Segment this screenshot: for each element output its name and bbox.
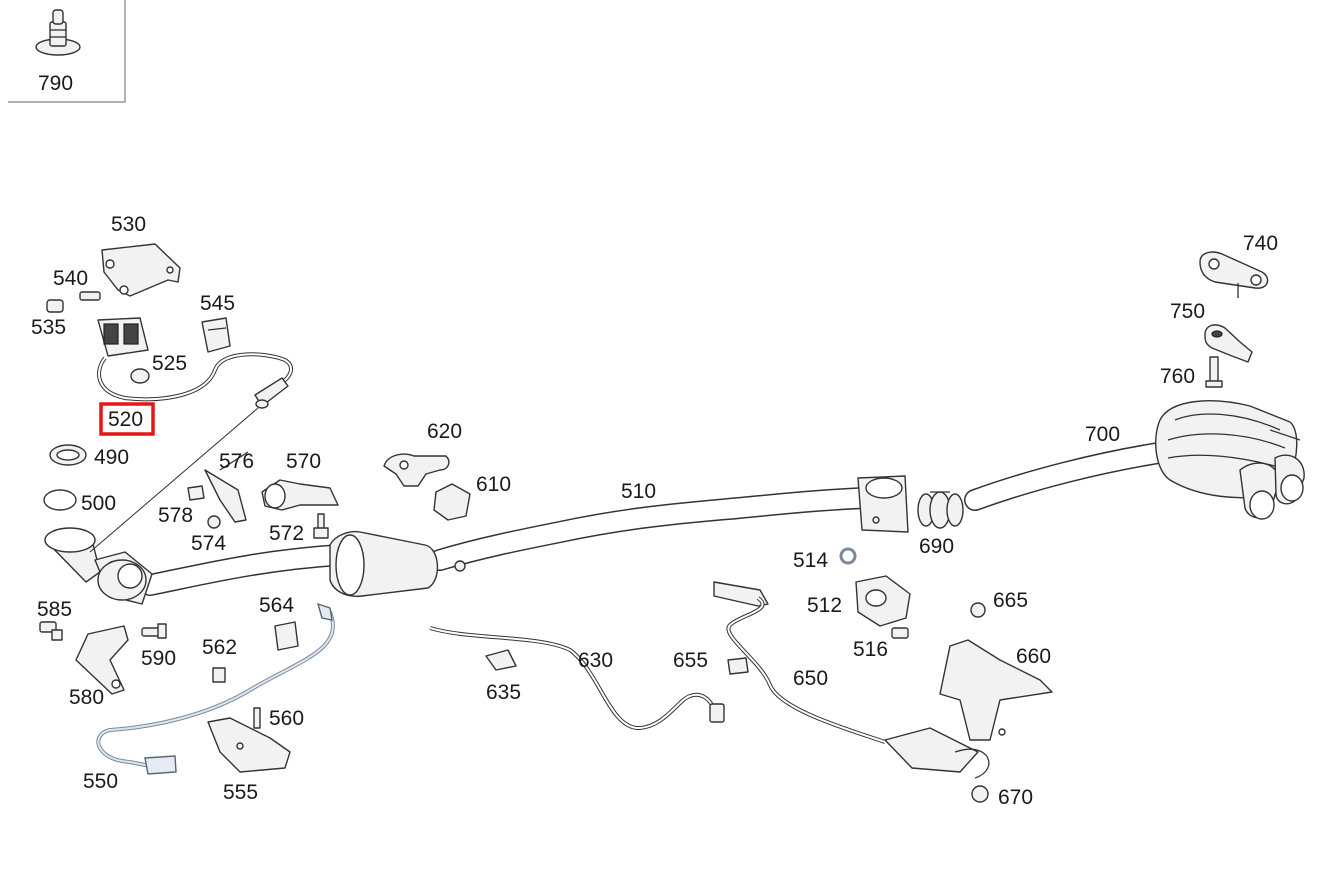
bracket-610[interactable]	[433, 483, 471, 521]
highlight-box-520	[99, 402, 155, 436]
clip-578[interactable]	[187, 485, 205, 501]
label-590[interactable]: 590	[141, 647, 176, 670]
catalytic-converter-middle[interactable]	[329, 530, 466, 597]
label-665[interactable]: 665	[993, 589, 1028, 612]
nut-670[interactable]	[971, 785, 989, 803]
label-585[interactable]: 585	[37, 598, 72, 621]
front-catalyst[interactable]	[44, 527, 153, 605]
clip-562[interactable]	[212, 667, 226, 683]
label-560[interactable]: 560	[269, 707, 304, 730]
label-740[interactable]: 740	[1243, 232, 1278, 255]
label-700[interactable]: 700	[1085, 423, 1120, 446]
label-510[interactable]: 510	[621, 480, 656, 503]
bracket-555[interactable]	[207, 717, 291, 773]
spring-514[interactable]	[839, 547, 857, 565]
bracket-570[interactable]	[261, 479, 339, 511]
label-760[interactable]: 760	[1160, 365, 1195, 388]
label-562[interactable]: 562	[202, 636, 237, 659]
label-750[interactable]: 750	[1170, 300, 1205, 323]
label-655[interactable]: 655	[673, 649, 708, 672]
clamp-690[interactable]	[917, 491, 964, 529]
label-550[interactable]: 550	[83, 770, 118, 793]
part-labels: 790 530 540 535 545 525 520 490 500 576 …	[31, 72, 1278, 809]
bracket-580[interactable]	[75, 625, 129, 695]
sensor-650-assembly[interactable]	[713, 581, 886, 744]
bolt-590[interactable]	[141, 623, 167, 639]
bracket-660[interactable]	[939, 639, 1053, 741]
label-574[interactable]: 574	[191, 532, 226, 555]
bolt-560[interactable]	[253, 707, 261, 729]
label-570[interactable]: 570	[286, 450, 321, 473]
label-564[interactable]: 564	[259, 594, 294, 617]
label-620[interactable]: 620	[427, 420, 462, 443]
label-610[interactable]: 610	[476, 473, 511, 496]
label-520[interactable]: 520	[108, 408, 143, 431]
label-540[interactable]: 540	[53, 267, 88, 290]
inset-frame-790	[8, 0, 126, 103]
part-790-bolt-icon[interactable]	[35, 9, 81, 56]
bolt-760[interactable]	[1205, 356, 1223, 388]
pipe-joint-flange[interactable]	[857, 475, 909, 533]
control-unit-650[interactable]	[884, 727, 990, 779]
clip-545[interactable]	[201, 317, 231, 353]
label-690[interactable]: 690	[919, 535, 954, 558]
label-630[interactable]: 630	[578, 649, 613, 672]
label-545[interactable]: 545	[200, 292, 235, 315]
label-660[interactable]: 660	[1016, 645, 1051, 668]
nut-574[interactable]	[207, 515, 221, 529]
control-unit-525[interactable]	[97, 317, 150, 384]
bolt-516[interactable]	[891, 627, 909, 639]
label-635[interactable]: 635	[486, 681, 521, 704]
label-580[interactable]: 580	[69, 686, 104, 709]
hanger-740[interactable]	[1199, 251, 1269, 298]
bolt-572[interactable]	[313, 513, 329, 539]
label-500[interactable]: 500	[81, 492, 116, 515]
exhaust-pipe-510[interactable]	[139, 487, 876, 596]
rear-muffler-700[interactable]	[964, 400, 1305, 520]
label-572[interactable]: 572	[269, 522, 304, 545]
gasket-490[interactable]	[49, 444, 87, 466]
seal-ring-500[interactable]	[43, 489, 77, 511]
sensor-550-assembly[interactable]	[96, 602, 335, 775]
label-514[interactable]: 514	[793, 549, 828, 572]
label-555[interactable]: 555	[223, 781, 258, 804]
clip-635[interactable]	[485, 649, 517, 671]
label-490[interactable]: 490	[94, 446, 129, 469]
bracket-576[interactable]	[204, 451, 249, 523]
label-578[interactable]: 578	[158, 504, 193, 527]
bolt-585[interactable]	[39, 621, 63, 641]
label-650[interactable]: 650	[793, 667, 828, 690]
nut-665[interactable]	[970, 602, 986, 618]
bolt-540[interactable]	[79, 291, 101, 301]
label-530[interactable]: 530	[111, 213, 146, 236]
bolt-535[interactable]	[46, 299, 64, 313]
label-535[interactable]: 535	[31, 316, 66, 339]
sensor-630-assembly[interactable]	[429, 626, 725, 731]
bracket-620[interactable]	[383, 453, 450, 487]
bracket-530[interactable]	[101, 243, 181, 297]
clip-655[interactable]	[727, 657, 749, 675]
hanger-750[interactable]	[1204, 324, 1253, 363]
label-512[interactable]: 512	[807, 594, 842, 617]
label-670[interactable]: 670	[998, 786, 1033, 809]
actuator-512[interactable]	[855, 575, 911, 627]
sensor-520-assembly[interactable]	[89, 352, 293, 553]
label-525[interactable]: 525	[152, 352, 187, 375]
label-576[interactable]: 576	[219, 450, 254, 473]
label-516[interactable]: 516	[853, 638, 888, 661]
clip-564[interactable]	[274, 621, 299, 651]
label-790[interactable]: 790	[38, 72, 73, 95]
